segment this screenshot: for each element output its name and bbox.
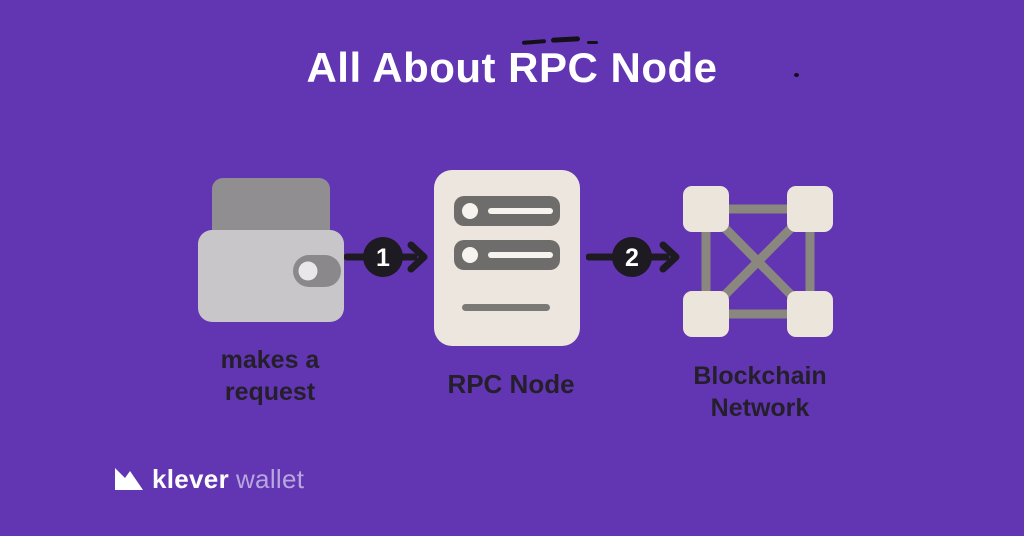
ink-smudge: [794, 73, 799, 77]
wallet-label: makes a request: [220, 346, 320, 406]
step-number-2: 2: [625, 244, 639, 272]
klever-logo-icon: [115, 468, 143, 490]
blockchain-network-label: Blockchain Network: [693, 362, 827, 422]
server-icon: [434, 170, 580, 346]
brand-name-primary: klever: [152, 464, 229, 494]
arrow-1-icon: 1: [344, 237, 428, 277]
step-number-1: 1: [376, 244, 390, 272]
rpc-node-label: RPC Node: [447, 369, 575, 399]
wallet-icon: [198, 178, 344, 322]
network-icon: [683, 186, 833, 337]
ink-smudge: [550, 36, 581, 43]
brand-logo: klever wallet: [115, 464, 304, 495]
page-title: All About RPC Node: [306, 44, 718, 91]
arrow-2-icon: 2: [586, 237, 680, 277]
brand-name-secondary: wallet: [235, 464, 305, 494]
ink-smudge: [587, 41, 598, 44]
